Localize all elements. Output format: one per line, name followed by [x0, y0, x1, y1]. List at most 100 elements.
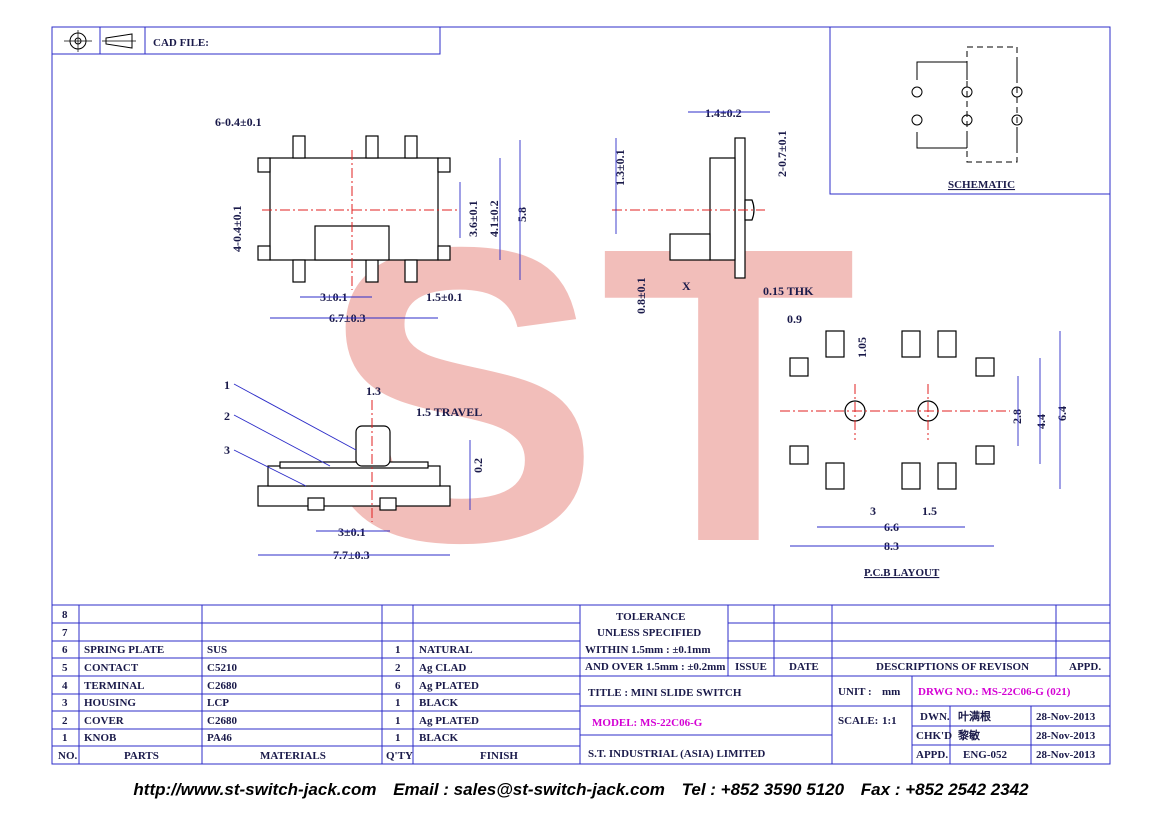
svg-text:MATERIALS: MATERIALS — [260, 750, 326, 762]
svg-text:3: 3 — [870, 504, 876, 518]
svg-text:WITHIN 1.5mm : ±0.1mm: WITHIN 1.5mm : ±0.1mm — [585, 644, 711, 656]
pcb-label: P.C.B LAYOUT — [864, 567, 940, 579]
svg-text:3: 3 — [62, 697, 68, 709]
pcb-layout: 0.9 1.05 2.8 4.4 6.4 3 1.5 6.6 8.3 P.C.B… — [780, 312, 1069, 579]
svg-text:2: 2 — [62, 715, 68, 727]
svg-text:APPD.: APPD. — [916, 749, 948, 761]
svg-text:NATURAL: NATURAL — [419, 644, 473, 656]
svg-text:28-Nov-2013: 28-Nov-2013 — [1036, 749, 1096, 761]
svg-text:1.5 TRAVEL: 1.5 TRAVEL — [416, 405, 482, 419]
svg-text:FINISH: FINISH — [480, 750, 518, 762]
svg-text:SPRING PLATE: SPRING PLATE — [84, 644, 164, 656]
svg-text:0.2: 0.2 — [471, 458, 485, 473]
svg-text:2-0.7±0.1: 2-0.7±0.1 — [775, 130, 789, 177]
svg-text:6-0.4±0.1: 6-0.4±0.1 — [215, 115, 262, 129]
svg-text:Ag CLAD: Ag CLAD — [419, 662, 466, 674]
svg-text:6.4: 6.4 — [1055, 406, 1069, 421]
svg-text:28-Nov-2013: 28-Nov-2013 — [1036, 730, 1096, 742]
svg-text:4: 4 — [62, 680, 68, 692]
svg-text:0.15 THK: 0.15 THK — [763, 284, 814, 298]
title-block: TOLERANCE UNLESS SPECIFIED WITHIN 1.5mm … — [579, 604, 1111, 765]
drawing-title: TITLE : MINI SLIDE SWITCH — [588, 687, 742, 699]
svg-text:1: 1 — [395, 697, 401, 709]
schematic-label: SCHEMATIC — [948, 179, 1015, 191]
svg-text:Q'TY: Q'TY — [386, 750, 413, 762]
svg-text:C2680: C2680 — [207, 680, 237, 692]
svg-text:1.4±0.2: 1.4±0.2 — [705, 106, 742, 120]
svg-text:黎敏: 黎敏 — [958, 728, 981, 742]
svg-text:SCALE:: SCALE: — [838, 715, 878, 727]
svg-text:X: X — [682, 279, 691, 293]
svg-text:Ag PLATED: Ag PLATED — [419, 680, 479, 692]
svg-text:TERMINAL: TERMINAL — [84, 680, 145, 692]
svg-text:CONTACT: CONTACT — [84, 662, 139, 674]
svg-text:2: 2 — [224, 409, 230, 423]
svg-text:COVER: COVER — [84, 715, 125, 727]
telephone: Tel : +852 3590 5120 — [681, 780, 845, 799]
svg-text:2: 2 — [395, 662, 401, 674]
svg-text:6: 6 — [395, 680, 401, 692]
svg-text:1.5±0.1: 1.5±0.1 — [426, 290, 463, 304]
svg-text:C2680: C2680 — [207, 715, 237, 727]
svg-text:3.6±0.1: 3.6±0.1 — [466, 200, 480, 237]
schematic-box: SCHEMATIC — [829, 26, 1111, 195]
svg-text:1: 1 — [224, 378, 230, 392]
svg-text:4-0.4±0.1: 4-0.4±0.1 — [230, 205, 244, 252]
svg-text:1: 1 — [62, 732, 68, 744]
svg-text:5.8: 5.8 — [515, 207, 529, 222]
svg-text:LCP: LCP — [207, 697, 229, 709]
svg-text:4.4: 4.4 — [1034, 414, 1048, 429]
svg-text:mm: mm — [882, 686, 900, 698]
svg-text:Ag PLATED: Ag PLATED — [419, 715, 479, 727]
svg-text:AND OVER 1.5mm : ±0.2mm: AND OVER 1.5mm : ±0.2mm — [585, 661, 725, 673]
svg-text:3±0.1: 3±0.1 — [338, 525, 366, 539]
svg-text:1.05: 1.05 — [855, 337, 869, 358]
fax: Fax : +852 2542 2342 — [860, 780, 1029, 799]
svg-text:UNIT :: UNIT : — [838, 686, 872, 698]
svg-text:ENG-052: ENG-052 — [963, 749, 1008, 761]
svg-text:DESCRIPTIONS OF REVISON: DESCRIPTIONS OF REVISON — [876, 661, 1029, 673]
svg-text:SUS: SUS — [207, 644, 227, 656]
svg-text:2.8: 2.8 — [1010, 409, 1024, 424]
svg-text:CHK'D: CHK'D — [916, 730, 952, 742]
svg-text:UNLESS SPECIFIED: UNLESS SPECIFIED — [597, 627, 701, 639]
svg-text:1:1: 1:1 — [882, 715, 897, 727]
top-view: 6-0.4±0.1 4-0.4±0.1 3.6±0.1 4.1±0.2 5.8 … — [215, 115, 529, 325]
email-link[interactable]: Email : sales@st-switch-jack.com — [393, 780, 665, 799]
svg-text:6: 6 — [62, 644, 68, 656]
projection-symbol-icon — [64, 30, 136, 52]
svg-text:4.1±0.2: 4.1±0.2 — [487, 200, 501, 237]
svg-text:1: 1 — [395, 732, 401, 744]
svg-text:7: 7 — [62, 627, 68, 639]
svg-text:5: 5 — [62, 662, 68, 674]
svg-text:0.8±0.1: 0.8±0.1 — [634, 277, 648, 314]
svg-text:NO.: NO. — [58, 750, 78, 762]
svg-text:BLACK: BLACK — [419, 732, 459, 744]
cad-file-label: CAD FILE: — [153, 37, 209, 49]
svg-text:叶满根: 叶满根 — [958, 709, 992, 723]
svg-text:APPD.: APPD. — [1069, 661, 1101, 673]
header-strip: CAD FILE: — [51, 26, 441, 55]
drawing-number: DRWG NO.: MS-22C06-G (021) — [918, 686, 1071, 698]
svg-text:KNOB: KNOB — [84, 732, 117, 744]
front-view: 1.3 1.5 TRAVEL 0.2 3±0.1 7.7±0.3 1 2 3 — [224, 378, 485, 562]
svg-text:ISSUE: ISSUE — [735, 661, 767, 673]
svg-text:8: 8 — [62, 609, 68, 621]
website-link[interactable]: http://www.st-switch-jack.com — [133, 780, 377, 799]
svg-text:DWN.: DWN. — [920, 711, 950, 723]
svg-text:PA46: PA46 — [207, 732, 232, 744]
svg-text:1.5: 1.5 — [922, 504, 937, 518]
svg-text:0.9: 0.9 — [787, 312, 802, 326]
bom-table: 8 7 6 SPRING PLATE SUS 1 NATURAL 5 CONTA… — [51, 604, 581, 765]
svg-text:PARTS: PARTS — [124, 750, 159, 762]
svg-text:1.3±0.1: 1.3±0.1 — [613, 149, 627, 186]
svg-text:C5210: C5210 — [207, 662, 237, 674]
svg-text:DATE: DATE — [789, 661, 819, 673]
svg-text:HOUSING: HOUSING — [84, 697, 136, 709]
side-view: 1.4±0.2 2-0.7±0.1 1.3±0.1 0.8±0.1 X 0.15… — [612, 106, 814, 314]
svg-text:1.3: 1.3 — [366, 384, 381, 398]
svg-text:BLACK: BLACK — [419, 697, 459, 709]
svg-text:TOLERANCE: TOLERANCE — [616, 611, 685, 623]
svg-text:1: 1 — [395, 715, 401, 727]
